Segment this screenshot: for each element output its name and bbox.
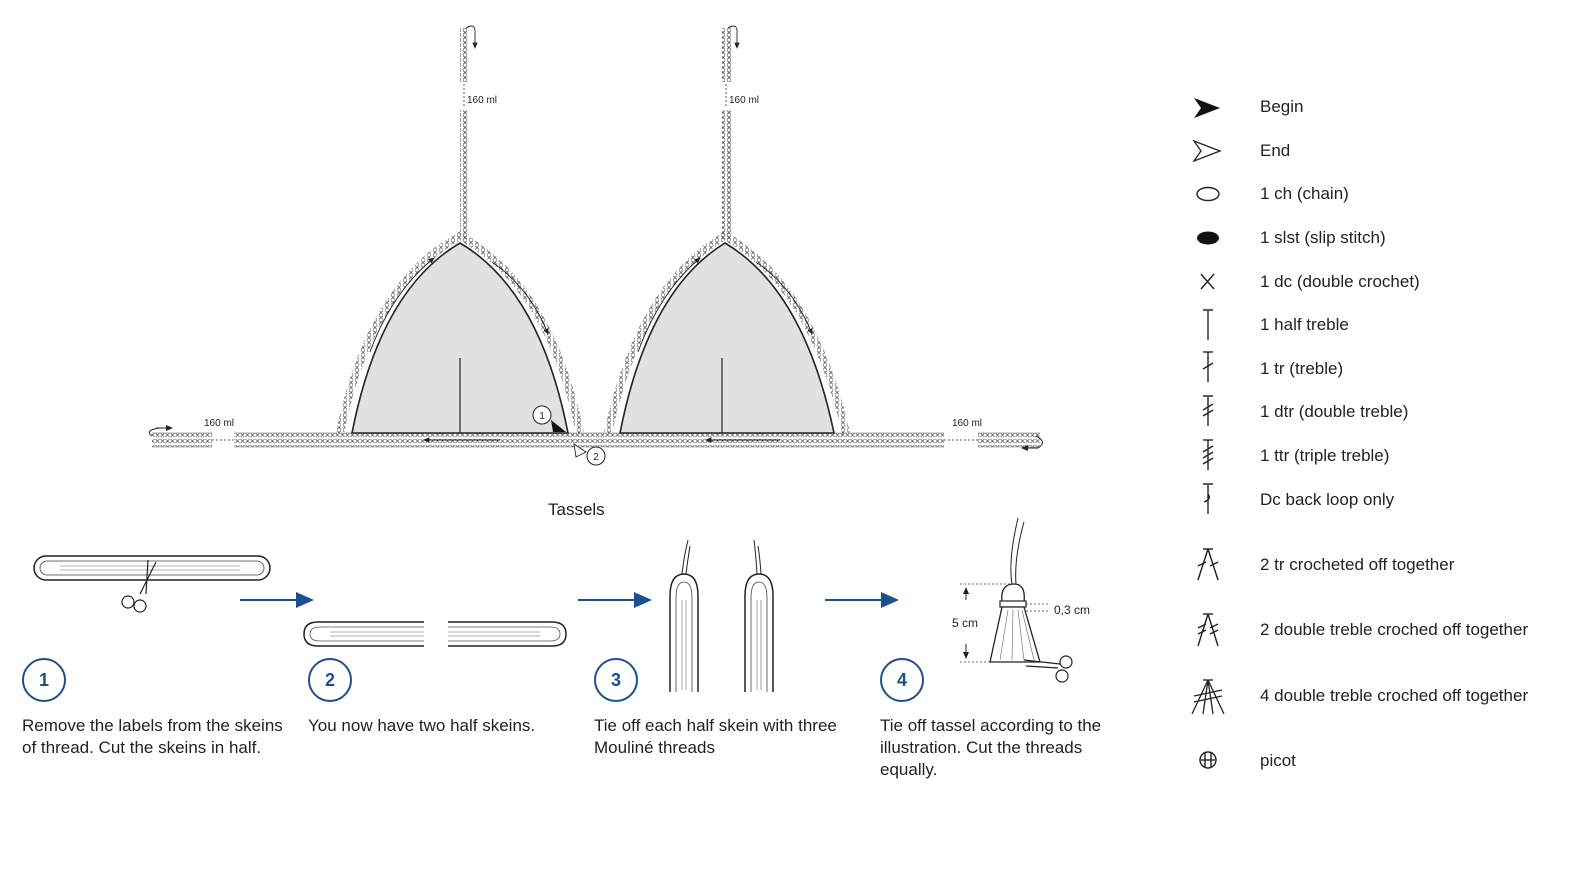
- two-tr-together-icon: [1197, 548, 1219, 581]
- legend-label-triple-treble: 1 ttr (triple treble): [1260, 446, 1390, 465]
- slip-stitch-dot-icon: [1197, 231, 1219, 245]
- legend-label-chain: 1 ch (chain): [1260, 184, 1349, 203]
- legend-label-double-treble: 1 dtr (double treble): [1260, 402, 1409, 421]
- two-dtr-together-icon: [1197, 613, 1219, 647]
- legend-label-half-treble: 1 half treble: [1260, 315, 1349, 334]
- right-cup: [619, 242, 835, 434]
- double-treble-icon: [1202, 395, 1214, 426]
- legend-label-begin: Begin: [1260, 97, 1304, 116]
- begin-arrow-icon: [1194, 98, 1220, 118]
- begin-number: 1: [539, 411, 545, 422]
- legend-symbols: [1191, 98, 1225, 769]
- scissors-icon: [1023, 655, 1073, 683]
- half-skeins-illustration: [303, 621, 567, 647]
- scissors-icon: [121, 559, 157, 613]
- step-3-text: Tie off each half skein with three Mouli…: [594, 716, 837, 757]
- legend-label-picot: picot: [1260, 751, 1296, 770]
- legend-label-two-dtr-together: 2 double treble croched off together: [1260, 620, 1529, 639]
- end-arrow-icon: [1192, 139, 1222, 163]
- picot-icon: [1199, 751, 1217, 769]
- skein-illustration: [33, 555, 271, 581]
- right-band-length: 160 ml: [952, 418, 982, 429]
- step-2-text: You now have two half skeins.: [308, 716, 536, 735]
- four-dtr-together-icon: [1191, 679, 1225, 715]
- step-1-number: 1: [22, 658, 66, 702]
- double-crochet-x-icon: [1200, 273, 1215, 290]
- tassels-title: Tassels: [548, 500, 605, 519]
- legend-label-four-dtr-together: 4 double treble croched off together: [1260, 686, 1529, 705]
- tassel-tie-label: 0,3 cm: [1054, 603, 1090, 617]
- band-stitches: [152, 433, 1040, 447]
- begin-marker-arrow: [551, 420, 566, 432]
- tassel-length-label: 5 cm: [952, 616, 978, 630]
- legend-label-treble: 1 tr (treble): [1260, 359, 1344, 378]
- left-strap-length: 160 ml: [467, 95, 497, 106]
- step-2-number: 2: [308, 658, 352, 702]
- legend-label-double-crochet: 1 dc (double crochet): [1260, 272, 1420, 291]
- legend-label-two-tr-together: 2 tr crocheted off together: [1260, 555, 1455, 574]
- tied-skeins-illustration: [669, 539, 774, 692]
- dc-back-loop-icon: [1203, 483, 1213, 514]
- end-number: 2: [593, 452, 599, 463]
- legend-label-slip-stitch: 1 slst (slip stitch): [1260, 228, 1386, 247]
- step-4-text: Tie off tassel according to the illustra…: [880, 716, 1102, 779]
- treble-icon: [1202, 351, 1214, 382]
- end-marker-arrow: [573, 443, 587, 458]
- left-band-length: 160 ml: [204, 418, 234, 429]
- step-4-number: 4: [880, 658, 924, 702]
- legend-label-dc-back-loop: Dc back loop only: [1260, 490, 1395, 509]
- triple-treble-icon: [1202, 439, 1214, 470]
- right-strap-length: 160 ml: [729, 95, 759, 106]
- chain-oval-icon: [1196, 186, 1220, 202]
- right-strap: [722, 28, 731, 240]
- step-1-text: Remove the labels from the skeins of thr…: [22, 716, 283, 757]
- half-treble-icon: [1203, 309, 1213, 340]
- left-strap: [460, 28, 469, 240]
- tassel-illustrations: 5 cm 0,3 cm: [33, 517, 1090, 692]
- bikini-top-chart: 1 2 160 ml 160 ml 160 ml 160 ml: [148, 25, 1043, 466]
- left-cup: [351, 242, 569, 434]
- legend-label-end: End: [1260, 141, 1291, 160]
- tassel-illustration: 5 cm 0,3 cm: [952, 517, 1090, 663]
- step-3-number: 3: [594, 658, 638, 702]
